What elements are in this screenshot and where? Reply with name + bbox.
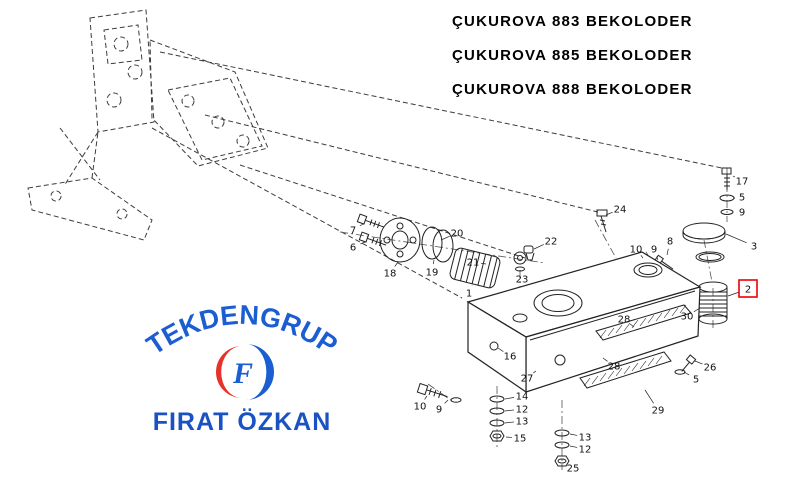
part-label-9: 9 (436, 405, 442, 416)
leader-line-28 (630, 323, 635, 328)
leader-line-30 (693, 307, 701, 313)
title-model-883: ÇUKUROVA 883 BEKOLODER (452, 13, 693, 30)
step-plate-hatch (583, 304, 687, 387)
part-label-5: 5 (693, 375, 699, 386)
logo-monogram: F (232, 357, 253, 390)
leader-line-19 (432, 259, 435, 265)
leader-line-12 (569, 445, 578, 448)
logo-arc-text: TEKDENGRUP (141, 300, 343, 361)
part-label-21: 21 (467, 258, 480, 269)
part-label-26: 26 (704, 363, 717, 374)
leader-line-9 (656, 256, 659, 261)
part-label-1: 1 (466, 289, 472, 300)
part-label-22: 22 (545, 237, 558, 248)
title-model-888: ÇUKUROVA 888 BEKOLODER (452, 81, 693, 98)
part-label-9: 9 (651, 245, 657, 256)
part-label-30: 30 (681, 312, 694, 323)
leader-line-6 (360, 241, 366, 245)
part-label-12: 12 (516, 405, 529, 416)
part-label-3: 3 (751, 242, 757, 253)
tank-details (489, 262, 696, 366)
leader-line-26 (694, 360, 703, 365)
leader-line-9 (444, 399, 449, 404)
bottom-hardware (416, 382, 570, 467)
leader-line-12 (504, 409, 515, 412)
part-label-18: 18 (384, 269, 397, 280)
part-label-28: 28 (608, 362, 621, 373)
highlight-box-part-2 (738, 279, 758, 298)
part-label-8: 8 (667, 237, 673, 248)
title-model-885: ÇUKUROVA 885 BEKOLODER (452, 47, 693, 64)
leader-line-10 (640, 255, 644, 259)
part-label-17: 17 (736, 177, 749, 188)
part-label-10: 10 (414, 402, 427, 413)
part-label-7: 7 (350, 226, 356, 237)
leader-line-18 (394, 261, 399, 267)
leader-line-20 (440, 235, 450, 241)
part-label-27: 27 (521, 374, 534, 385)
part-label-23: 23 (516, 275, 529, 286)
leader-line-16 (497, 347, 504, 352)
leader-line-14 (504, 397, 515, 400)
part-label-25: 25 (567, 464, 580, 475)
leader-line-7 (359, 223, 364, 227)
leader-line-22 (533, 244, 544, 250)
part-label-5: 5 (739, 193, 745, 204)
leader-line-13 (569, 433, 578, 436)
leader-line-3 (725, 233, 747, 244)
leader-line-29 (644, 389, 654, 404)
chassis-drawing (27, 9, 723, 299)
leader-line-27 (533, 370, 537, 374)
part-label-10: 10 (630, 245, 643, 256)
leader-line-5 (683, 371, 690, 376)
part-label-20: 20 (451, 229, 464, 240)
part-label-13: 13 (579, 433, 592, 444)
part-label-24: 24 (614, 205, 627, 216)
logo-icon: F (216, 344, 274, 400)
part-label-13: 13 (516, 417, 529, 428)
leader-line-10 (424, 395, 428, 400)
logo-name-text: FIRAT ÖZKAN (153, 407, 332, 436)
part-label-12: 12 (579, 445, 592, 456)
title-block: ÇUKUROVA 883 BEKOLODER ÇUKUROVA 885 BEKO… (452, 14, 693, 116)
part-label-15: 15 (514, 434, 527, 445)
leader-line-13 (504, 421, 515, 424)
part-label-29: 29 (652, 406, 665, 417)
logo: TEKDENGRUP F FIRAT ÖZKAN (141, 300, 343, 436)
leader-line-28 (602, 357, 608, 362)
tank-body (466, 251, 702, 394)
part-label-2: 2 (745, 285, 751, 296)
leader-line-17 (732, 175, 736, 178)
part-label-14: 14 (516, 392, 529, 403)
part-label-19: 19 (426, 268, 439, 279)
part-label-28: 28 (618, 315, 631, 326)
part-label-16: 16 (504, 352, 517, 363)
leader-line-8 (666, 248, 669, 256)
part-label-9: 9 (739, 208, 745, 219)
leader-line-24 (605, 211, 613, 216)
part-label-6: 6 (350, 243, 356, 254)
leader-line-21 (480, 262, 487, 265)
